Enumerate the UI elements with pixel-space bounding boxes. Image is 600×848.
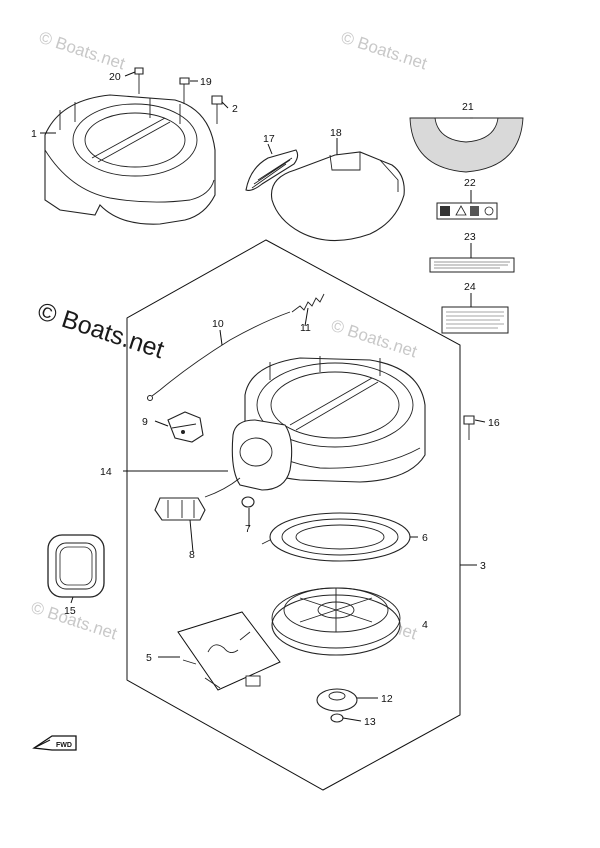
part-4-pulley: [271, 587, 401, 656]
part-2-bolt: [211, 95, 223, 124]
callout-24: 24: [464, 281, 476, 293]
part-18-cover: [270, 151, 405, 242]
callout-2: 2: [232, 103, 238, 115]
part-7-nut: [241, 496, 255, 508]
part-9-bracket: [167, 411, 204, 443]
part-5-kit: [177, 611, 281, 691]
fwd-text: FWD: [56, 742, 72, 749]
part-8-handle: [154, 497, 206, 521]
callout-20: 20: [109, 71, 121, 83]
part-12-cap: [316, 688, 358, 712]
callout-12: 12: [381, 693, 393, 705]
callout-9: 9: [142, 416, 148, 428]
callout-10: 10: [212, 318, 224, 330]
callout-22: 22: [464, 177, 476, 189]
part-1-upper-case: [44, 94, 216, 225]
part-11-spring: [291, 293, 325, 313]
callout-1: 1: [31, 128, 37, 140]
part-19-screw: [179, 77, 190, 104]
watermark: © Boats.net: [339, 28, 430, 74]
part-16-bolt: [463, 415, 475, 440]
part-20-screw: [134, 67, 144, 94]
callout-19: 19: [200, 76, 212, 88]
callout-3: 3: [480, 560, 486, 572]
part-23-label: [429, 257, 515, 273]
callout-4: 4: [422, 619, 428, 631]
part-24-label: [441, 306, 509, 334]
watermark: © Boats.net: [329, 316, 420, 362]
part-13-bolt: [330, 713, 344, 723]
watermark: © Boats.net: [37, 28, 128, 74]
callout-15: 15: [64, 605, 76, 617]
callout-23: 23: [464, 231, 476, 243]
leader-lines: [40, 71, 486, 722]
callout-13: 13: [364, 716, 376, 728]
part-14-rope: [204, 477, 241, 498]
callout-14: 14: [100, 466, 112, 478]
part-3-starter-case: [231, 356, 426, 491]
watermark-large: © Boats.net: [34, 297, 167, 364]
part-10-cable: [147, 311, 291, 401]
callout-7: 7: [245, 523, 251, 535]
callout-6: 6: [422, 532, 428, 544]
part-6-spring: [261, 512, 411, 562]
part-15-seal: [47, 534, 105, 598]
callout-numbers: 1 2 3 4 5 6 7 8 9 10 11 12 13 14 15 16 1…: [31, 71, 500, 728]
callout-5: 5: [146, 652, 152, 664]
part-17-grille: [245, 149, 299, 191]
assembly-group-outline: [126, 239, 461, 791]
callout-16: 16: [488, 417, 500, 429]
callout-8: 8: [189, 549, 195, 561]
callout-21: 21: [462, 101, 474, 113]
part-21-decal: [409, 117, 524, 173]
callout-18: 18: [330, 127, 342, 139]
callout-11: 11: [300, 322, 311, 334]
fwd-direction-marker: FWD: [32, 735, 77, 751]
callout-17: 17: [263, 133, 275, 145]
part-22-label: [436, 202, 498, 220]
